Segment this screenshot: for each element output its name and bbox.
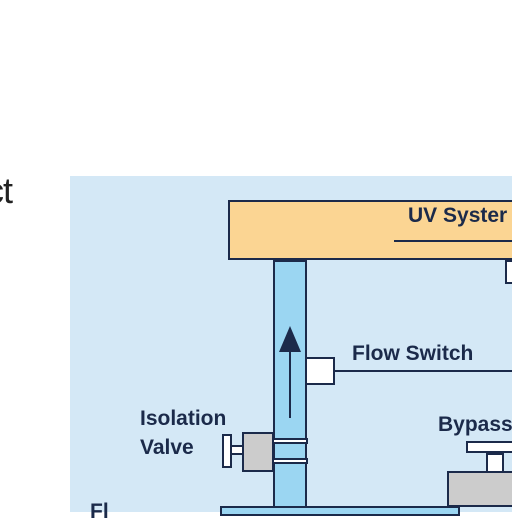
bypass-valve-handle-icon [466, 441, 512, 453]
uv-system-connector [505, 260, 512, 284]
flow-arrow-shaft [289, 340, 291, 418]
valve-flange-bottom [272, 458, 308, 464]
uv-system-box [228, 200, 512, 260]
bypass-label: Bypass [438, 413, 512, 436]
bypass-valve-body [447, 471, 512, 507]
isolation-valve-body [242, 432, 274, 472]
flow-switch-label: Flow Switch [352, 342, 474, 365]
isolation-valve-label: Isolation Valve [140, 404, 226, 462]
isolation-valve-handle-icon [222, 434, 232, 468]
uv-system-label: UV Syster [408, 204, 508, 227]
uv-system-underline [394, 240, 512, 242]
page-text-fragment: ct [0, 170, 13, 211]
isolation-valve-stem [230, 445, 244, 455]
bypass-valve-stem [486, 453, 504, 473]
flow-arrow-up-icon [279, 326, 301, 352]
valve-flange-top [272, 438, 308, 444]
bottom-label-fragment: Fl [90, 500, 109, 523]
horizontal-pipe [220, 506, 460, 516]
flow-switch-leader-line [335, 370, 512, 372]
isolation-valve-label-text: Isolation Valve [140, 407, 227, 459]
flow-switch-box [305, 357, 335, 385]
